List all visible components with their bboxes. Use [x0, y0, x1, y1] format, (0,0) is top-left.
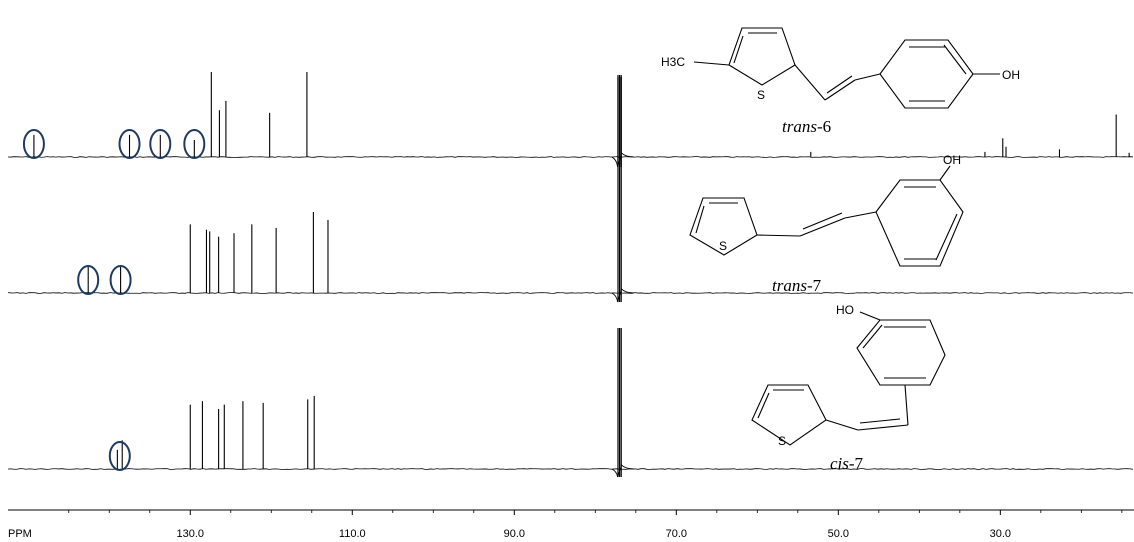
double-bond: [695, 205, 705, 234]
double-bond: [757, 392, 770, 419]
thiophene-ring: [728, 27, 796, 86]
methyl-label: H3C: [661, 55, 685, 69]
benzene-ring: [879, 39, 974, 109]
vinyl-double-bond: [826, 75, 853, 94]
vinyl-double-bond: [859, 418, 901, 424]
x-tick-label: 90.0: [504, 528, 525, 540]
quaternary-carbon-circle: [22, 129, 45, 159]
x-axis: PPM 130.0 110.0 90.0 70.0 50.0 30.0: [8, 509, 1134, 540]
vinyl-bond: [904, 384, 909, 426]
x-tick-label: 30.0: [990, 528, 1011, 540]
structure-cis-7: S HO: [751, 303, 946, 448]
compound-label-cis-7: cis-7: [830, 455, 863, 472]
sulfur-label: S: [757, 88, 765, 102]
benzene-ring: [856, 319, 946, 386]
baseline: [7, 468, 1134, 470]
benzene-ring: [875, 179, 964, 267]
vinyl-bond: [799, 217, 846, 237]
solvent-dispersion: [611, 152, 634, 168]
vinyl-bond: [824, 79, 856, 101]
quaternary-carbon-circle: [183, 129, 206, 159]
x-tick-label: 50.0: [828, 528, 849, 540]
sulfur-label: S: [778, 434, 786, 448]
thiophene-ring: [751, 384, 827, 446]
quaternary-carbon-circle: [109, 265, 132, 295]
double-bond: [733, 35, 744, 64]
baseline: [7, 156, 1134, 158]
baseline: [7, 292, 1134, 294]
compound-label-prefix: cis: [830, 454, 849, 473]
vinyl-bond: [857, 424, 909, 431]
vinyl-bond: [825, 419, 859, 431]
methyl-bond: [693, 61, 730, 66]
hydroxyl-label: OH: [943, 153, 961, 167]
x-tick-label: 110.0: [339, 528, 366, 540]
compound-label-suffix: -7: [848, 454, 864, 473]
oh-bond: [939, 165, 951, 181]
quaternary-carbon-circle: [77, 265, 100, 295]
vinyl-double-bond: [802, 212, 843, 230]
compound-label-trans-6: trans-6: [782, 118, 831, 135]
vinyl-bond: [854, 73, 881, 81]
vinyl-bond: [794, 64, 826, 101]
structure-trans-7: S OH: [689, 153, 964, 267]
spectrum-trace-cis-7: [7, 328, 1134, 478]
sulfur-label: S: [719, 239, 727, 253]
compound-label-prefix: trans: [772, 276, 807, 295]
ring-double-bond: [862, 324, 883, 349]
ring-double-bond: [935, 213, 958, 261]
x-axis-label: PPM: [8, 528, 32, 540]
vinyl-bond: [844, 211, 877, 219]
x-tick-label: 70.0: [666, 528, 687, 540]
oh-bond: [859, 311, 881, 321]
compound-label-suffix: -7: [806, 276, 822, 295]
spectra-layer: [7, 72, 1134, 478]
hydroxyl-label: HO: [836, 303, 854, 317]
thiophene-ring: [689, 197, 758, 256]
x-tick-label: 130.0: [177, 528, 205, 540]
compound-label-suffix: -6: [816, 117, 832, 136]
solvent-dispersion: [611, 464, 634, 478]
spectrum-trace-trans-7: [7, 77, 1134, 303]
quaternary-carbon-circle: [149, 129, 172, 159]
compound-label-trans-7: trans-7: [772, 277, 821, 294]
structure-trans-6: H3C S OH: [661, 27, 1020, 109]
solvent-dispersion: [611, 288, 634, 303]
ring-double-bond: [943, 44, 967, 75]
compound-label-prefix: trans: [782, 117, 817, 136]
vinyl-bond: [756, 234, 801, 237]
quaternary-carbon-circle: [118, 129, 141, 159]
quaternary-carbon-circle: [108, 441, 131, 471]
hydroxyl-label: OH: [1002, 68, 1020, 82]
